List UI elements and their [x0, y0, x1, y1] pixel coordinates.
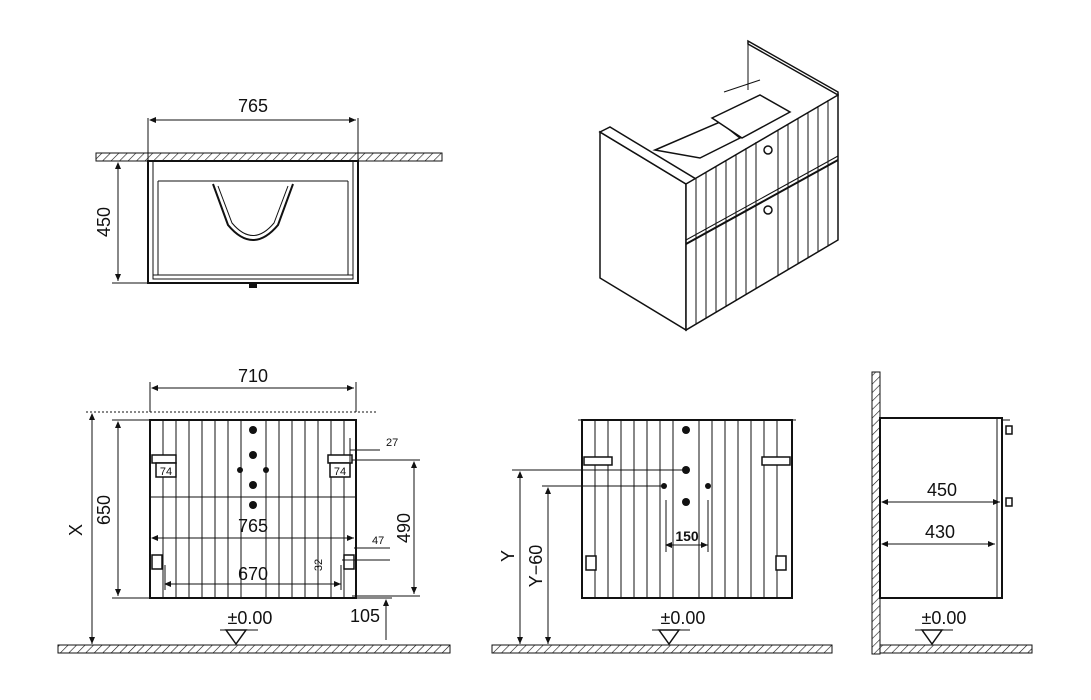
front-view: 710 — [57, 366, 451, 654]
front-dim-47: 47 — [372, 535, 384, 547]
side-floor-level: ±0.00 — [922, 608, 967, 628]
front-side-27: 27 — [386, 437, 398, 449]
top-width-label: 765 — [238, 96, 268, 116]
front-inner-74-right: 74 — [334, 466, 346, 478]
front-height-490: 490 — [394, 513, 414, 543]
mid-label-y: Y — [498, 550, 518, 562]
front-inner-74-left: 74 — [160, 466, 172, 478]
top-view: 765 450 — [94, 96, 443, 288]
side-depth-450: 450 — [927, 480, 957, 500]
front-dim-32: 32 — [313, 559, 325, 571]
front-dim-105: 105 — [350, 606, 380, 626]
front-height-650: 650 — [94, 495, 114, 525]
side-depth-430: 430 — [925, 522, 955, 542]
mid-label-y60: Y−60 — [526, 545, 546, 588]
side-view: 450 430 ±0.00 — [871, 371, 1033, 655]
middle-view: 150 Y Y−60 ±0.00 — [491, 419, 833, 654]
front-width-670: 670 — [238, 564, 268, 584]
front-floor-level: ±0.00 — [228, 608, 273, 628]
isometric-view — [598, 39, 839, 332]
mid-floor-level: ±0.00 — [661, 608, 706, 628]
top-depth-label: 450 — [94, 207, 114, 237]
front-width-765: 765 — [238, 516, 268, 536]
mid-dim-150: 150 — [675, 528, 699, 544]
front-height-x: X — [66, 524, 86, 536]
front-top-width: 710 — [238, 366, 268, 386]
